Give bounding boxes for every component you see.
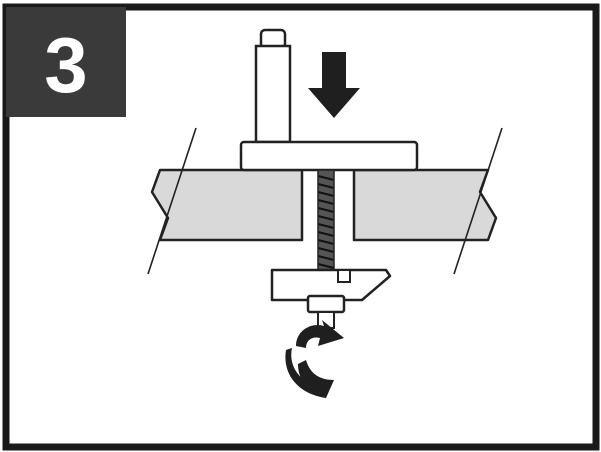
post-shaft: [254, 28, 292, 144]
rotate-clockwise-icon: [285, 320, 344, 398]
panel-left-section: [150, 168, 304, 242]
step-number: 3: [44, 21, 87, 109]
break-line-right: [453, 127, 503, 275]
tightening-nut: [306, 294, 346, 314]
bracket-body: [270, 268, 392, 302]
panel-right-section: [352, 168, 498, 242]
mounting-bracket: [270, 268, 392, 302]
step-badge: 3: [6, 7, 126, 117]
break-line-left: [147, 127, 197, 275]
flange-plate: [239, 140, 419, 172]
arrow-down-icon: [308, 52, 360, 118]
step-badge-background: [6, 7, 126, 117]
bracket-slot: [337, 269, 351, 283]
countertop-panel: [147, 127, 503, 275]
post-body: [254, 44, 292, 144]
